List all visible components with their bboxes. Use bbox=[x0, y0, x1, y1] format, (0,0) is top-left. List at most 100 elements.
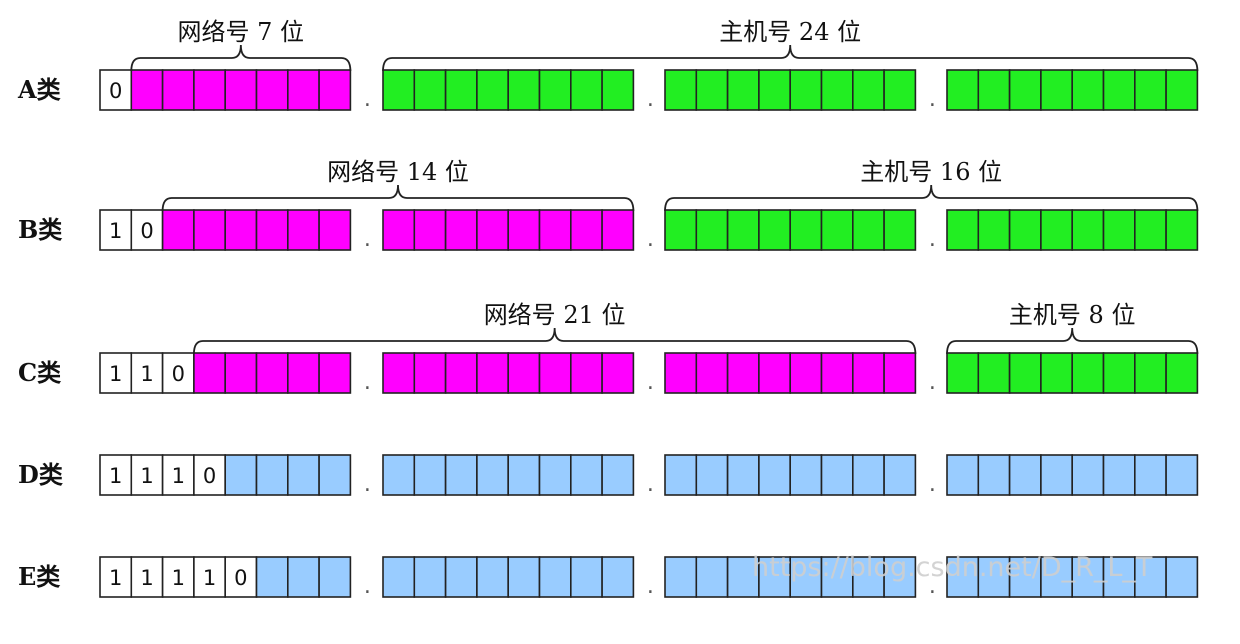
network-bit-cell bbox=[161, 69, 195, 111]
multicast-bit-cell bbox=[476, 556, 509, 598]
network-bit-cell bbox=[726, 352, 760, 394]
network-bit-cell bbox=[569, 209, 603, 251]
host-bit-cell bbox=[946, 352, 980, 394]
network-bit-cell bbox=[286, 209, 320, 251]
prefix-bit-value: 1 bbox=[109, 219, 122, 243]
host-bit-cell bbox=[1008, 69, 1042, 111]
network-bit-cell bbox=[255, 209, 289, 251]
octet-3 bbox=[664, 352, 917, 394]
network-bit-cell bbox=[318, 69, 352, 111]
host-bit-cell bbox=[1165, 352, 1199, 394]
octet-4 bbox=[946, 352, 1199, 394]
host-bit-cell bbox=[601, 69, 635, 111]
network-bit-cell bbox=[789, 352, 823, 394]
host-bit-cell bbox=[664, 209, 698, 251]
row-label-class-e: E类 bbox=[18, 562, 61, 591]
prefix-bit-cell bbox=[224, 556, 258, 598]
host-bit-cell bbox=[1102, 69, 1136, 111]
network-bit-cell bbox=[286, 352, 320, 394]
multicast-bit-cell bbox=[1071, 556, 1105, 598]
prefix-bit-value: 1 bbox=[109, 362, 122, 386]
host-bit-cell bbox=[726, 209, 760, 251]
multicast-bit-cell bbox=[726, 454, 760, 496]
host-bit-cell bbox=[1165, 69, 1199, 111]
network-bit-cell bbox=[820, 352, 854, 394]
network-bit-cell bbox=[538, 352, 572, 394]
host-bit-cell bbox=[1008, 209, 1042, 251]
multicast-bit-cell bbox=[758, 454, 792, 496]
host-bit-cell bbox=[820, 209, 854, 251]
network-bit-cell bbox=[476, 209, 509, 251]
multicast-bit-cell bbox=[883, 556, 917, 598]
octet-1: 0 bbox=[99, 69, 352, 111]
prefix-bit-cell bbox=[99, 556, 133, 598]
network-bit-cell bbox=[538, 209, 572, 251]
multicast-bit-cell bbox=[726, 556, 760, 598]
prefix-bit-value: 1 bbox=[140, 362, 153, 386]
multicast-bit-cell bbox=[664, 454, 698, 496]
multicast-bit-cell bbox=[1134, 556, 1167, 598]
network-bit-cell bbox=[758, 352, 792, 394]
multicast-bit-cell bbox=[413, 454, 447, 496]
multicast-bit-cell bbox=[1134, 454, 1167, 496]
host-bit-cell bbox=[726, 69, 760, 111]
octet-2 bbox=[382, 209, 635, 251]
octet-3 bbox=[664, 556, 917, 598]
multicast-bit-cell bbox=[883, 454, 917, 496]
host-bit-cell bbox=[413, 69, 447, 111]
octet-separator-dot: . bbox=[929, 574, 936, 599]
prefix-bit-value: 0 bbox=[172, 362, 185, 386]
multicast-bit-cell bbox=[789, 556, 823, 598]
multicast-bit-cell bbox=[318, 454, 352, 496]
octet-4 bbox=[946, 69, 1199, 111]
multicast-bit-cell bbox=[1040, 556, 1074, 598]
network-bit-cell bbox=[255, 352, 289, 394]
network-bit-cell bbox=[601, 352, 635, 394]
host-bit-cell bbox=[1102, 352, 1136, 394]
prefix-bit-cell bbox=[193, 556, 226, 598]
network-bit-cell bbox=[382, 209, 416, 251]
prefix-bit-cell bbox=[161, 556, 195, 598]
multicast-bit-cell bbox=[1008, 556, 1042, 598]
host-bit-cell bbox=[883, 69, 917, 111]
prefix-bit-value: 0 bbox=[234, 566, 247, 590]
multicast-bit-cell bbox=[1008, 454, 1042, 496]
host-bit-cell bbox=[1102, 209, 1136, 251]
network-bit-cell bbox=[413, 209, 447, 251]
octet-separator-dot: . bbox=[647, 472, 654, 497]
octet-2 bbox=[382, 454, 635, 496]
octet-3 bbox=[664, 69, 917, 111]
row-label-class-c: C类 bbox=[18, 358, 62, 387]
multicast-bit-cell bbox=[569, 454, 603, 496]
multicast-bit-cell bbox=[851, 454, 885, 496]
network-bit-cell bbox=[224, 352, 258, 394]
host-bit-cell bbox=[1071, 352, 1105, 394]
octet-2 bbox=[382, 556, 635, 598]
prefix-bit-value: 1 bbox=[140, 464, 153, 488]
prefix-bit-cell bbox=[130, 556, 164, 598]
multicast-bit-cell bbox=[569, 556, 603, 598]
network-bit-cell bbox=[569, 352, 603, 394]
brace-label: 主机号 16 位 bbox=[860, 158, 1002, 186]
network-bit-cell bbox=[382, 352, 416, 394]
host-bit-cell bbox=[1165, 209, 1199, 251]
network-bit-cell bbox=[193, 209, 226, 251]
host-bit-cell bbox=[695, 69, 729, 111]
multicast-bit-cell bbox=[601, 556, 635, 598]
prefix-bit-value: 1 bbox=[172, 566, 185, 590]
row-label-class-a: A类 bbox=[17, 75, 62, 104]
multicast-bit-cell bbox=[946, 454, 980, 496]
prefix-bit-value: 1 bbox=[203, 566, 216, 590]
multicast-bit-cell bbox=[507, 454, 541, 496]
host-bit-cell bbox=[1071, 69, 1105, 111]
multicast-bit-cell bbox=[1071, 454, 1105, 496]
brace-bracket bbox=[382, 44, 1199, 72]
